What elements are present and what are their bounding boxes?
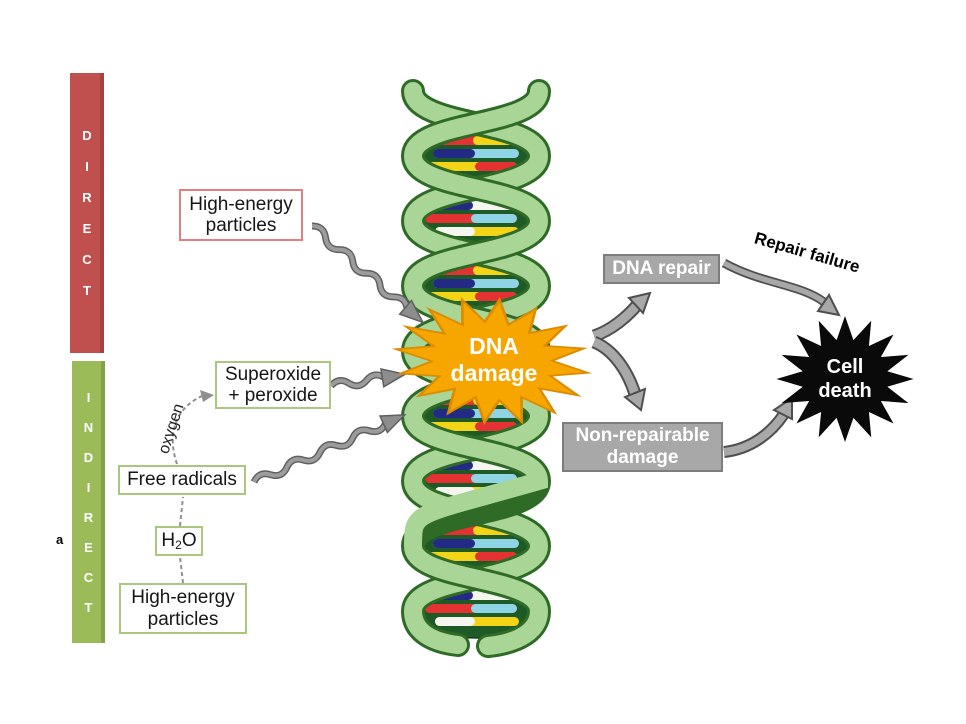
dna-repair-box: DNA repair [603, 254, 720, 284]
bar-letter: I [86, 479, 91, 495]
direct-category-bar: D I R E C T [70, 73, 104, 353]
formula-part: O [181, 530, 197, 552]
bar-letter: D [83, 449, 94, 465]
wavy-arrow-superoxide-icon [328, 368, 408, 390]
bar-letter: I [86, 389, 91, 405]
box-line: particles [205, 215, 277, 236]
oxygen-arrowhead-icon [200, 390, 214, 402]
dashed-connectors [171, 395, 203, 584]
panel-label: a [56, 532, 64, 547]
star-line: death [818, 380, 872, 402]
star-line: DNA [469, 333, 519, 359]
arrow-to-dna-repair-icon [591, 291, 652, 343]
bar-letter: C [82, 252, 92, 267]
bar-letter: C [83, 569, 94, 585]
oxygen-curve-arrow [171, 395, 203, 465]
formula-part: H [161, 530, 176, 552]
box-line: Superoxide [224, 363, 322, 385]
arrow-non-repairable-to-cell-death-icon [723, 396, 793, 458]
box-line: High-energy [189, 193, 293, 215]
dna-damage-caption: DNA damage [424, 333, 564, 387]
star-line: Cell [826, 356, 864, 378]
bar-letter: T [84, 599, 93, 615]
wavy-arrow-high-energy-icon [311, 222, 425, 324]
bar-letter: E [84, 539, 93, 555]
bar-letter: N [83, 419, 94, 435]
bar-letter: I [85, 159, 89, 174]
repair-failure-arrow-icon [721, 259, 841, 317]
free-radicals-box: Free radicals [118, 465, 246, 495]
box-line: particles [147, 608, 219, 630]
high-energy-particles-indirect-box: High-energy particles [119, 583, 247, 634]
box-line: Non-repairable [575, 425, 710, 447]
cell-death-starburst [776, 316, 914, 442]
bar-letter: T [83, 283, 91, 298]
formula-subscript: 2 [175, 537, 182, 552]
bar-letter: D [82, 128, 92, 143]
star-line: damage [450, 360, 538, 387]
superoxide-peroxide-box: Superoxide + peroxide [215, 361, 331, 409]
non-repairable-damage-box: Non-repairable damage [562, 422, 723, 472]
arrow-to-non-repairable-icon [591, 335, 647, 412]
bar-letter: R [83, 509, 94, 525]
box-line: Free radicals [127, 469, 237, 491]
wavy-arrow-free-radicals-icon [250, 414, 407, 484]
bar-letter: R [82, 190, 92, 205]
cell-death-caption: Cell death [785, 355, 905, 403]
high-energy-particles-direct-box: High-energy particles [179, 189, 303, 241]
box-line: damage [606, 447, 679, 468]
indirect-category-bar: I N D I R E C T [72, 361, 105, 643]
dna-damage-starburst [391, 297, 593, 425]
box-line: + peroxide [228, 385, 318, 406]
box-line: DNA repair [612, 258, 711, 280]
box-line: High-energy [131, 587, 235, 609]
bar-letter: E [82, 221, 92, 236]
water-box: H 2 O [155, 526, 203, 556]
